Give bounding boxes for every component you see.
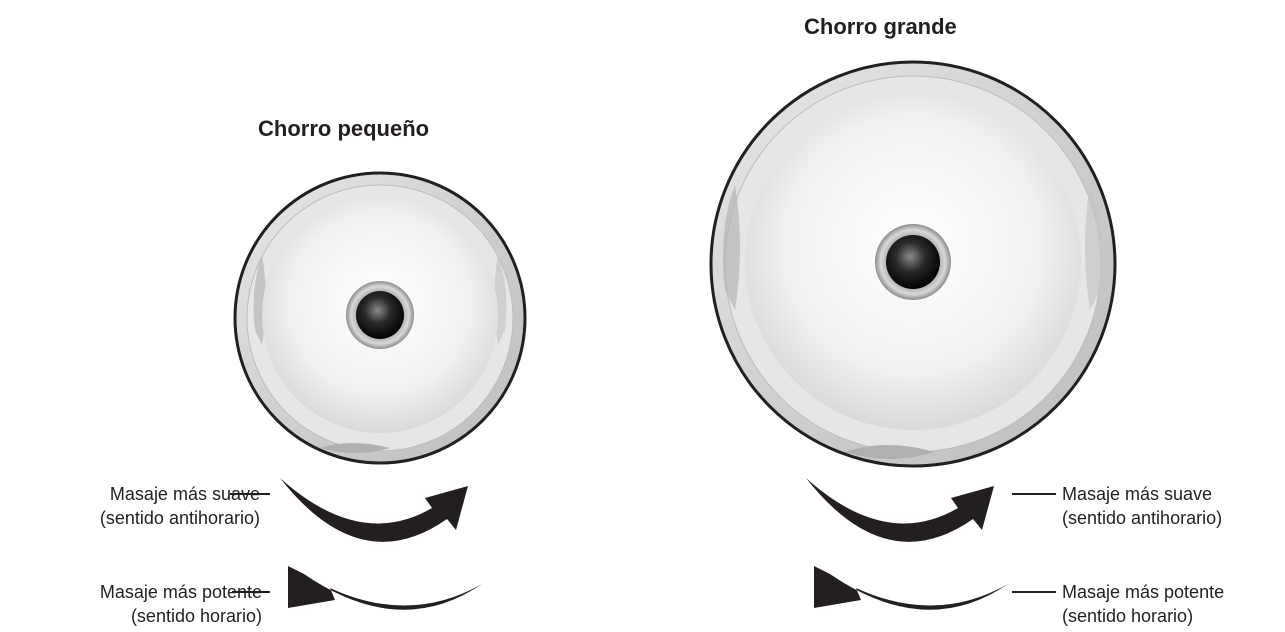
large-jet-gentle-label: Masaje más suave (sentido antihorario) bbox=[1062, 482, 1222, 530]
small-jet-grip bbox=[320, 443, 390, 453]
label-line: Masaje más potente bbox=[99, 582, 262, 602]
label-line: Masaje más potente bbox=[1062, 582, 1225, 602]
label-line: Masaje más suave bbox=[1062, 484, 1213, 504]
small-jet-gentle-label: Masaje más suave (sentido antihorario) bbox=[100, 482, 260, 530]
label-line: (sentido horario) bbox=[130, 606, 262, 626]
small-jet bbox=[233, 171, 527, 465]
large-jet-title: Chorro grande bbox=[804, 14, 957, 39]
small-jet-title: Chorro pequeño bbox=[258, 116, 430, 141]
small-jet-strong-label: Masaje más potente (sentido horario) bbox=[100, 580, 262, 628]
label-line: Masaje más suave bbox=[109, 484, 260, 504]
large-jet-grip bbox=[845, 445, 935, 459]
counterclockwise-arrow-icon bbox=[280, 478, 468, 542]
large-jet-grip bbox=[722, 185, 740, 310]
small-jet-nozzle bbox=[356, 291, 404, 339]
label-line: (sentido antihorario) bbox=[99, 508, 260, 528]
clockwise-arrow-icon bbox=[814, 566, 1008, 610]
large-jet-nozzle bbox=[886, 235, 940, 289]
large-jet-arrows bbox=[806, 478, 1056, 610]
label-line: (sentido antihorario) bbox=[1062, 508, 1223, 528]
large-jet-strong-label: Masaje más potente (sentido horario) bbox=[1062, 580, 1224, 628]
counterclockwise-arrow-icon bbox=[806, 478, 994, 542]
large-jet bbox=[709, 60, 1117, 468]
large-jet-grip bbox=[1085, 185, 1103, 310]
clockwise-arrow-icon bbox=[288, 566, 482, 610]
small-jet-arrows bbox=[230, 478, 482, 610]
label-line: (sentido horario) bbox=[1062, 606, 1194, 626]
